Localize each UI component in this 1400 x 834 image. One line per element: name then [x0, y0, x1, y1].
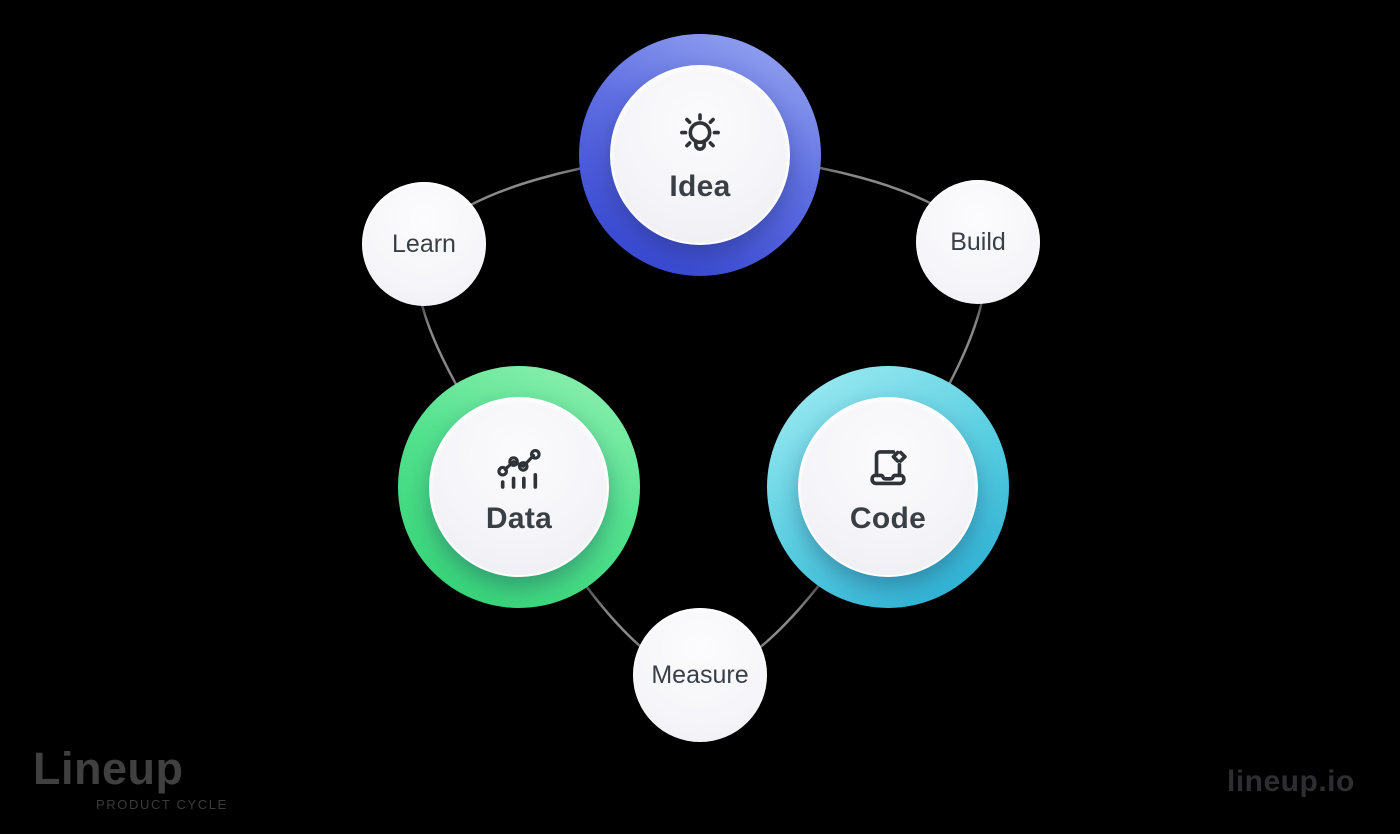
node-build-label: Build: [950, 227, 1006, 256]
node-code-label: Code: [849, 502, 927, 535]
watermark-wordmark: Lineup: [33, 743, 184, 794]
node-data: Data: [398, 366, 640, 608]
node-idea-label: Idea: [669, 170, 731, 203]
node-idea-face: Idea: [610, 65, 790, 245]
watermark-url: lineup.io: [1227, 765, 1355, 798]
node-code: Code: [767, 366, 1009, 608]
node-measure-label: Measure: [651, 660, 749, 689]
node-learn-label: Learn: [392, 229, 456, 258]
lightbulb-icon: [680, 113, 720, 151]
watermark-tagline: PRODUCT CYCLE: [96, 797, 228, 812]
node-learn: Learn: [362, 182, 486, 306]
node-build: Build: [916, 180, 1040, 304]
node-code-face: Code: [798, 397, 978, 577]
node-data-label: Data: [485, 502, 553, 535]
chart-dots-icon: [497, 448, 541, 489]
node-data-face: Data: [429, 397, 609, 577]
laptop-code-icon: [870, 450, 907, 486]
node-measure: Measure: [633, 608, 767, 742]
node-idea: Idea: [579, 34, 821, 276]
